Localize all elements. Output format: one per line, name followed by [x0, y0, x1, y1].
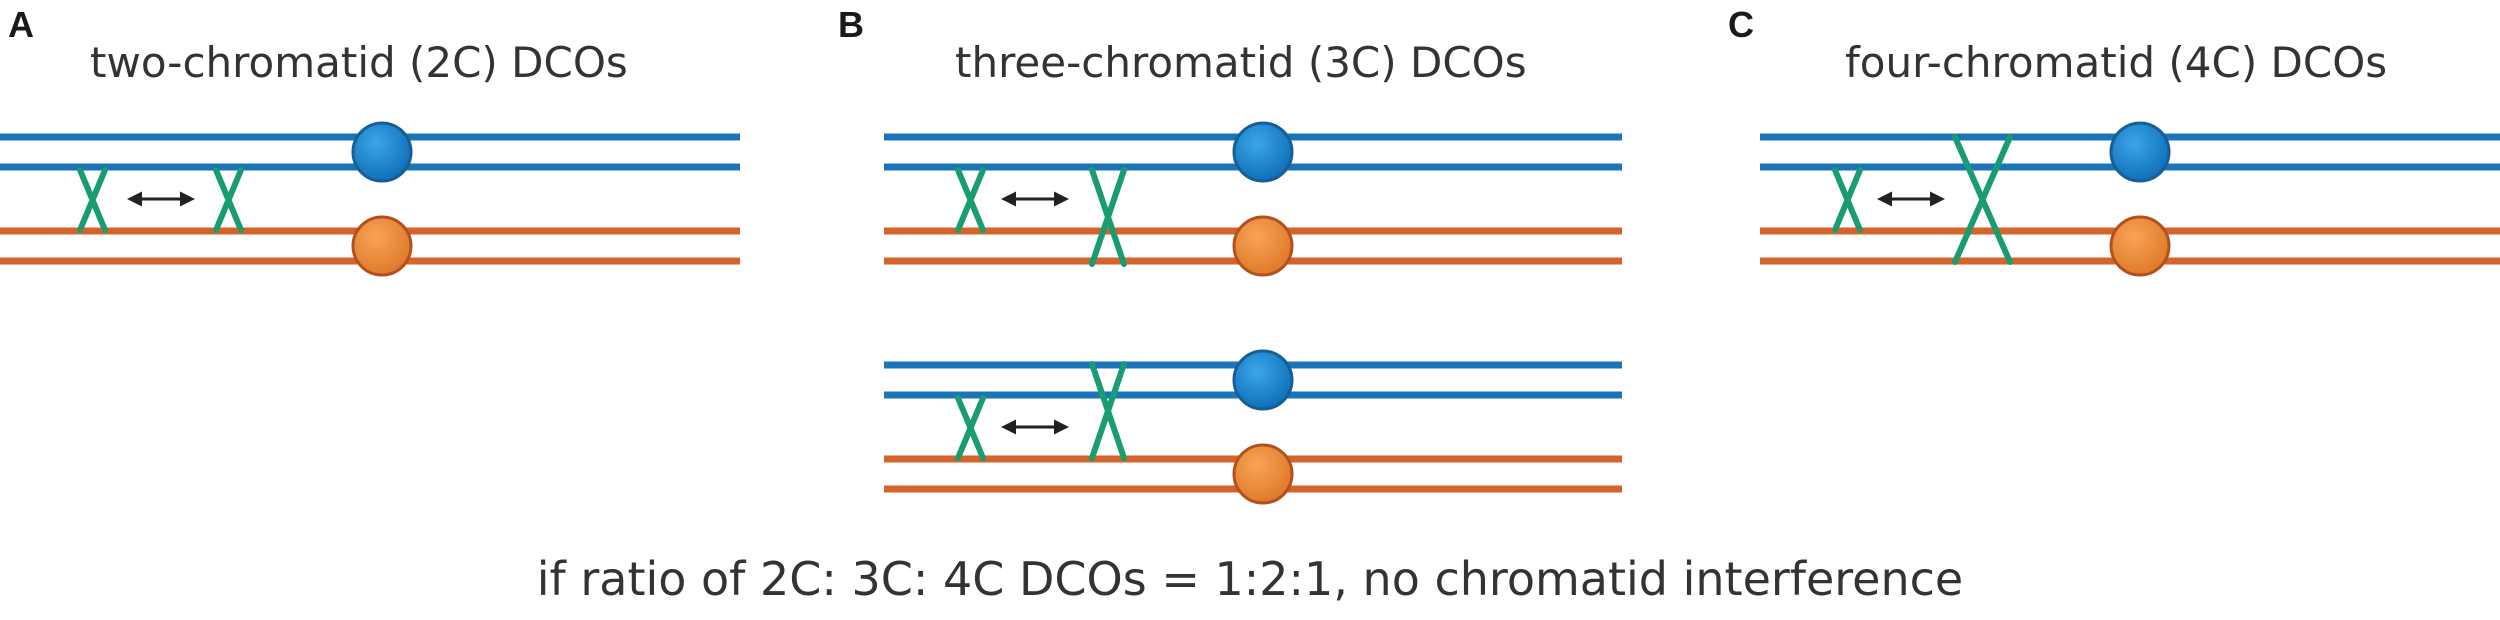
panel-b-top-diagram: [884, 121, 1622, 277]
figure-caption: if ratio of 2C: 3C: 4C DCOs = 1:2:1, no …: [536, 552, 1964, 606]
panel-label-a: A: [8, 4, 34, 45]
orange-centromere: [2109, 215, 2171, 277]
crossover-x-1: [955, 167, 986, 233]
blue-centromere: [2109, 121, 2171, 183]
panel-title-c: four-chromatid (4C) DCOs: [1845, 38, 2388, 87]
crossover-x-1: [1832, 167, 1863, 233]
panel-c-diagram: [1760, 121, 2500, 277]
blue-centromere: [1232, 121, 1294, 183]
crossover-x-2: [1089, 361, 1127, 461]
panel-title-b: three-chromatid (3C) DCOs: [955, 38, 1527, 87]
orange-centromere: [1232, 443, 1294, 505]
blue-centromere: [351, 121, 413, 183]
crossover-x-2: [1952, 134, 2013, 265]
orange-centromere: [351, 215, 413, 277]
panel-a-diagram: [0, 121, 740, 277]
orange-centromere: [1232, 215, 1294, 277]
panel-label-b: B: [838, 4, 864, 45]
crossover-x-2: [213, 167, 244, 233]
panel-b-bottom-diagram: [884, 349, 1622, 505]
crossover-x-1: [955, 395, 986, 461]
crossover-x-2: [1089, 167, 1127, 267]
panel-title-a: two-chromatid (2C) DCOs: [90, 38, 628, 87]
blue-centromere: [1232, 349, 1294, 411]
panel-label-c: C: [1728, 4, 1754, 45]
crossover-x-1: [77, 167, 108, 233]
